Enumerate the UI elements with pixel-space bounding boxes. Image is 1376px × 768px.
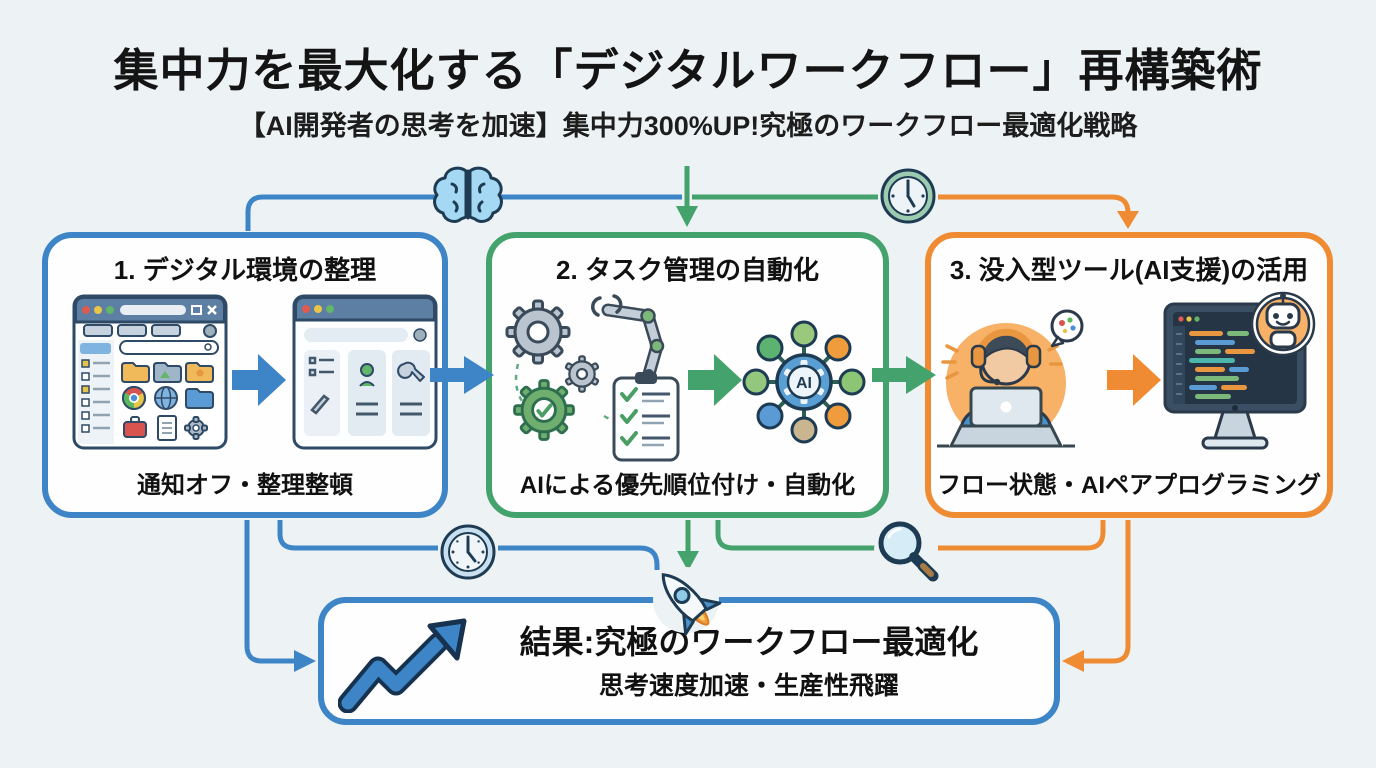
arrow-right-icon	[688, 354, 742, 406]
step-box-task-automation: 2. タスク管理の自動化	[486, 232, 889, 518]
result-title: 結果:究極のワークフロー最適化	[519, 624, 979, 660]
brain-icon	[433, 166, 503, 226]
clock-icon	[438, 522, 498, 582]
connector-bottom-blue2	[498, 545, 660, 570]
task-automation-illustration: AI	[505, 294, 866, 462]
step-box-digital-environment: 1. デジタル環境の整理	[42, 232, 448, 518]
immersive-tools-illustration	[937, 291, 1316, 450]
step2-caption: AIによる優先順位付け・自動化	[519, 472, 856, 499]
magnifier-icon	[874, 519, 939, 583]
step3-title: 3. 没入型ツール(AI支援)の活用	[949, 255, 1309, 285]
arrow-right-icon	[1107, 354, 1161, 406]
clean-browser-window-icon	[292, 294, 438, 450]
step-box-immersive-tools: 3. 没入型ツール(AI支援)の活用	[925, 232, 1333, 518]
arrow-into-result-left	[294, 650, 316, 672]
clock-icon	[878, 166, 938, 226]
browser-windows-illustration	[72, 294, 438, 450]
checklist-icon	[612, 372, 680, 462]
cluttered-browser-window-icon	[72, 294, 228, 450]
page-subtitle: 【AI開発者の思考を加速】集中力300%UP!究極のワークフロー最適化戦略	[238, 111, 1138, 141]
ai-hub-label: AI	[796, 375, 812, 392]
arrow-down-into-step3	[1117, 211, 1139, 229]
step3-caption: フロー状態・AIペアプログラミング	[937, 472, 1321, 499]
arrow-right-icon	[232, 354, 286, 406]
ai-network-hub-icon: AI	[742, 320, 866, 444]
robot-assistant-icon	[1250, 291, 1316, 357]
step1-caption: 通知オフ・整理整頓	[137, 472, 353, 499]
connector-top-orange	[938, 194, 1131, 214]
trending-up-icon	[338, 618, 467, 713]
arrow-down-into-step2	[676, 206, 698, 227]
connector-bottom-blue	[277, 520, 438, 551]
arrow-into-result-right	[1062, 650, 1084, 672]
connector-bottom-green	[715, 520, 876, 551]
step2-title: 2. タスク管理の自動化	[556, 255, 819, 285]
developer-headphones-icon	[937, 309, 1084, 448]
gears-icon	[505, 299, 633, 441]
result-subtitle: 思考速度加速・生産性飛躍	[598, 672, 899, 700]
robot-arm-icon	[591, 294, 665, 381]
step1-title: 1. デジタル環境の整理	[113, 255, 377, 285]
connector-bottom-orange	[938, 520, 1106, 551]
connector-top-blue	[245, 194, 438, 231]
arrow-down-into-result	[677, 551, 699, 571]
connector-left-rail	[244, 520, 294, 664]
connector-right-rail	[1084, 520, 1131, 664]
result-box: 結果:究極のワークフロー最適化 思考速度加速・生産性飛躍	[318, 597, 1060, 725]
page-title: 集中力を最大化する「デジタルワークフロー」再構築術	[113, 45, 1263, 96]
